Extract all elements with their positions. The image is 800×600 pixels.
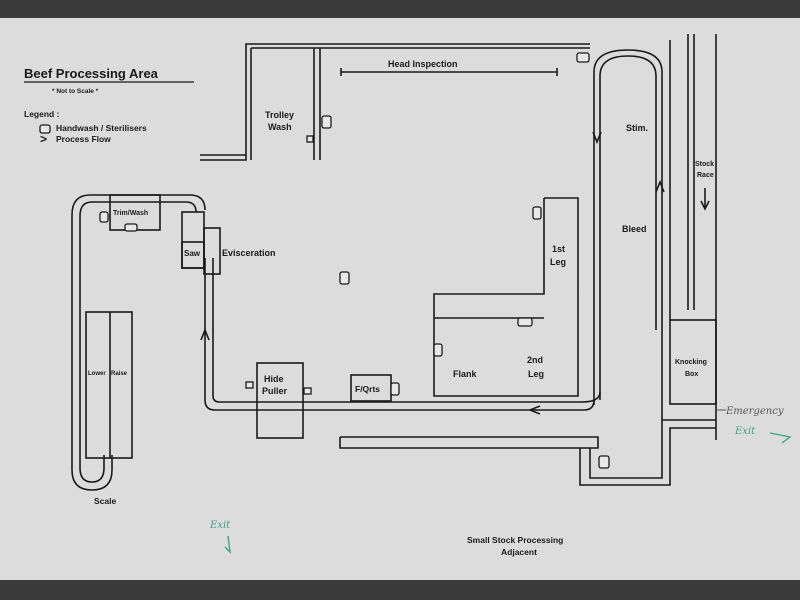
stim-label: Stim. bbox=[626, 123, 648, 133]
lower-label: Lower bbox=[88, 371, 106, 377]
bleed-rail-outer bbox=[593, 49, 663, 405]
handwash-icon bbox=[303, 387, 312, 395]
legend-heading: Legend : bbox=[24, 109, 60, 119]
plan-lines bbox=[71, 34, 717, 491]
knocking-box bbox=[669, 319, 717, 405]
lower-raise-box bbox=[85, 311, 133, 459]
bottom-right-wall bbox=[579, 427, 716, 486]
legend-handwash-label: Handwash / Sterilisers bbox=[56, 123, 147, 133]
handwash-icon bbox=[245, 381, 254, 389]
exit-right-label: Exit bbox=[734, 426, 756, 437]
handwash-icon bbox=[390, 382, 400, 396]
flow-arrow-bleed-up bbox=[655, 179, 665, 193]
leg-label-upper: Leg bbox=[550, 257, 566, 267]
raise-label: Raise bbox=[111, 371, 128, 377]
saw-label: Saw bbox=[184, 249, 201, 258]
handwash-icon bbox=[306, 135, 314, 143]
handwash-icon bbox=[517, 317, 533, 327]
legend-handwash-icon bbox=[39, 124, 51, 134]
stock-race-arrow-head bbox=[700, 200, 710, 211]
handwash-icon bbox=[339, 271, 350, 285]
handwash-icon bbox=[99, 211, 109, 223]
page-title: Beef Processing Area bbox=[24, 66, 159, 81]
scale-loop-outer bbox=[71, 194, 206, 491]
head-inspection-label: Head Inspection bbox=[388, 59, 458, 69]
handwash-icon bbox=[433, 343, 443, 357]
flow-arrow-stim-down bbox=[592, 131, 602, 145]
bottom-corridor bbox=[339, 436, 599, 449]
handwash-markers bbox=[39, 52, 610, 469]
first-label: 1st bbox=[552, 244, 565, 254]
flow-arrow-bottom-left bbox=[527, 405, 541, 415]
trim-wash-label: Trim/Wash bbox=[113, 210, 148, 217]
flow-arrow-left-up bbox=[200, 327, 210, 341]
box-label: Box bbox=[685, 371, 698, 378]
evisceration-label: Evisceration bbox=[222, 248, 276, 258]
bleed-rail-inner bbox=[599, 55, 657, 400]
second-label: 2nd bbox=[527, 355, 543, 365]
hide-puller-box bbox=[256, 362, 304, 439]
scale-loop-inner bbox=[79, 201, 197, 483]
leg-area-outline bbox=[433, 197, 579, 397]
flank-label: Flank bbox=[453, 369, 478, 379]
main-rail-bottom-outer bbox=[204, 258, 595, 411]
legend-flow-label: Process Flow bbox=[56, 134, 111, 144]
exit-left-arrow-icon bbox=[224, 535, 231, 554]
adjacent-label: Adjacent bbox=[501, 547, 537, 557]
main-rail-bottom-inner bbox=[212, 258, 601, 403]
exit-right-arrow-icon bbox=[769, 432, 792, 444]
handwash-icon bbox=[124, 223, 138, 232]
bottom-right-wall-inner bbox=[589, 419, 716, 479]
small-stock-label: Small Stock Processing bbox=[467, 535, 563, 545]
handwash-icon bbox=[321, 115, 332, 129]
page-subtitle: * Not to Scale * bbox=[52, 88, 99, 95]
knocking-label: Knocking bbox=[675, 359, 707, 366]
hide-label: Hide bbox=[264, 374, 284, 384]
puller-label: Puller bbox=[262, 386, 288, 396]
leg-label-lower: Leg bbox=[528, 369, 544, 379]
race-label: Race bbox=[697, 172, 714, 179]
stock-label: Stock bbox=[695, 161, 714, 168]
trolley-label: Trolley bbox=[265, 110, 294, 120]
scale-label: Scale bbox=[94, 496, 116, 506]
paper-sheet bbox=[0, 18, 800, 580]
fqrts-label: F/Qrts bbox=[355, 384, 380, 394]
bleed-label: Bleed bbox=[622, 224, 647, 234]
evisceration-side-box bbox=[203, 227, 221, 275]
emergency-label: Emergency bbox=[725, 406, 784, 417]
flow-arrows bbox=[200, 131, 710, 415]
legend-flow-icon: > bbox=[40, 132, 47, 146]
handwash-icon bbox=[576, 52, 590, 63]
handwash-icon bbox=[598, 455, 610, 469]
top-wall bbox=[200, 43, 590, 161]
wash-label: Wash bbox=[268, 122, 292, 132]
exit-left-label: Exit bbox=[209, 520, 231, 531]
handwash-icon bbox=[532, 206, 542, 220]
